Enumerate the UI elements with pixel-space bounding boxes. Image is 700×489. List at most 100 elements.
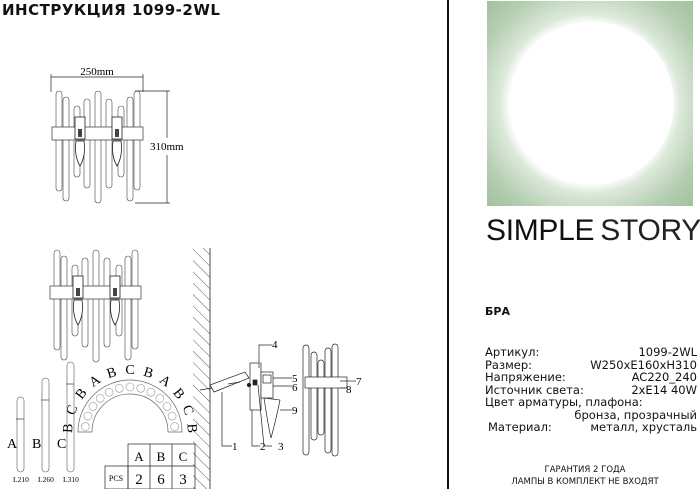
brand-name-light: STORY bbox=[600, 214, 700, 247]
spec-row: Источник света: 2xE14 40W bbox=[485, 382, 697, 397]
spec-label: Цвет арматуры, плафона: bbox=[485, 395, 643, 409]
crystal-rod bbox=[92, 249, 100, 363]
rod-A bbox=[16, 396, 25, 473]
crystal-rod bbox=[131, 249, 139, 350]
pcs-label: PCS bbox=[109, 474, 123, 483]
crystal-rod bbox=[126, 96, 134, 202]
crossbar bbox=[49, 285, 142, 300]
crystal-bead bbox=[83, 411, 93, 421]
spec-label: Напряжение: bbox=[485, 370, 566, 384]
arc-letter: B bbox=[142, 365, 155, 382]
logo-circle bbox=[512, 22, 674, 184]
callout-6: 6 bbox=[292, 382, 298, 394]
candle-bulb bbox=[110, 299, 120, 326]
candle-bulb bbox=[75, 140, 85, 167]
spec-row: Цвет арматуры, плафона: bbox=[485, 396, 697, 409]
rod-C bbox=[66, 361, 75, 473]
crystal-bead bbox=[167, 411, 177, 421]
spec-row: Напряжение:AC220_240 bbox=[485, 371, 697, 384]
candle-bulb bbox=[112, 140, 122, 167]
arc-letter: B bbox=[183, 423, 199, 433]
spec-row: бронза, прозрачный bbox=[485, 407, 697, 422]
bulb-holder bbox=[74, 116, 86, 140]
crystal-rod bbox=[124, 255, 132, 361]
lamp-assembled-view bbox=[49, 249, 142, 363]
pcs-header-b: B bbox=[157, 449, 166, 464]
spec-label: Материал: bbox=[488, 420, 552, 434]
crystal-rod bbox=[103, 257, 111, 348]
callout-2: 2 bbox=[260, 441, 266, 453]
arc-letter: B bbox=[169, 386, 187, 403]
mounting-parts bbox=[199, 343, 356, 457]
rod-B bbox=[41, 377, 50, 473]
footer-note: ГАРАНТИЯ 2 ГОДА ЛАМПЫ В КОМПЛЕКТ НЕ ВХОД… bbox=[470, 464, 700, 488]
spec-row: Размер: W250xE160xH310 bbox=[485, 357, 697, 372]
crystal-bead bbox=[155, 394, 165, 403]
callout-1: 1 bbox=[232, 441, 238, 453]
rod-length: L260 bbox=[38, 475, 54, 484]
crystal-rod bbox=[105, 98, 113, 189]
callout-9: 9 bbox=[292, 405, 298, 417]
crystal-bead bbox=[162, 402, 172, 411]
spec-value: бронза, прозрачный bbox=[574, 407, 697, 422]
pcs-table: PCS A B C 2 6 3 bbox=[104, 443, 196, 489]
candle-bulb bbox=[73, 299, 83, 326]
bulbs-note: ЛАМПЫ В КОМПЛЕКТ НЕ ВХОДЯТ bbox=[511, 477, 659, 487]
dimension-lines bbox=[50, 74, 170, 204]
crystal-bead bbox=[81, 422, 90, 431]
crystal-rod bbox=[94, 90, 102, 204]
crystal-bead bbox=[146, 387, 156, 397]
crystal-bead bbox=[125, 382, 135, 392]
arc-frame bbox=[77, 379, 183, 433]
rod-letter: C bbox=[57, 437, 66, 452]
pcs-value-c: 3 bbox=[179, 472, 187, 488]
spec-label: Размер: bbox=[485, 357, 533, 372]
product-type: БРА bbox=[485, 305, 510, 318]
socket bbox=[76, 288, 80, 296]
arc-letter: B bbox=[73, 386, 91, 403]
lamp-front-view bbox=[51, 90, 144, 204]
spec-value: 1099-2WL bbox=[638, 345, 697, 359]
crystal-rod bbox=[133, 90, 141, 191]
crystal-rod bbox=[83, 98, 91, 189]
rod-letter: B bbox=[32, 437, 41, 452]
crossbar bbox=[51, 126, 144, 141]
arc-letter: B bbox=[105, 365, 118, 382]
spec-row: Материал: металл, хрусталь bbox=[485, 421, 697, 434]
crystal-rod bbox=[60, 255, 68, 361]
pcs-value-a: 2 bbox=[135, 472, 143, 488]
socket bbox=[115, 129, 119, 137]
pcs-header-a: A bbox=[134, 449, 144, 464]
callout-7: 7 bbox=[356, 376, 362, 388]
spec-value: 2xE14 40W bbox=[631, 382, 697, 397]
rod-letter: A bbox=[7, 437, 18, 452]
socket bbox=[113, 288, 117, 296]
crystal-bead bbox=[136, 384, 146, 393]
spec-label: Артикул: bbox=[485, 345, 540, 359]
document-title: ИНСТРУКЦИЯ 1099-2WL bbox=[2, 1, 221, 19]
spec-value: W250xE160xH310 bbox=[590, 357, 697, 372]
crystal-bead bbox=[114, 384, 124, 393]
spec-row: Артикул: 1099-2WL bbox=[485, 346, 697, 359]
page-divider bbox=[447, 0, 449, 489]
callout-4: 4 bbox=[272, 339, 278, 351]
arc-letter: C bbox=[125, 363, 134, 378]
crystal-bead bbox=[170, 422, 179, 431]
spec-value: металл, хрусталь bbox=[590, 420, 697, 434]
arc-letter: B bbox=[61, 423, 77, 433]
callout-8: 8 bbox=[346, 384, 352, 396]
arc-letter: A bbox=[87, 372, 105, 391]
spec-label: Источник света: bbox=[485, 382, 584, 397]
bulb-holder bbox=[111, 116, 123, 140]
crystal-rod bbox=[53, 249, 61, 351]
brand-name-bold: SIMPLE bbox=[486, 214, 595, 247]
height-dimension: 310mm bbox=[150, 141, 184, 153]
width-dimension: 250mm bbox=[80, 66, 114, 78]
bulb-holder bbox=[109, 275, 121, 299]
crystal-rod bbox=[81, 257, 89, 348]
callout-3: 3 bbox=[278, 441, 284, 453]
